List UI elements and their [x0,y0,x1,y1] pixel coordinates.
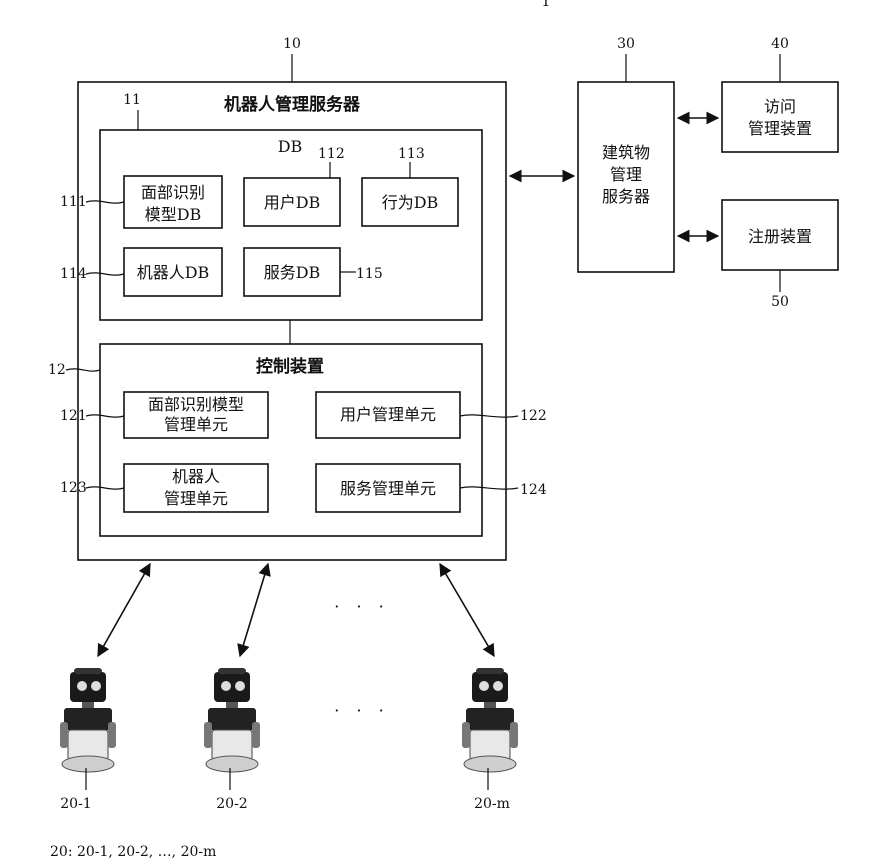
face-model-manager-line2: 管理单元 [164,415,228,434]
robot-manager-line1: 机器人 [172,467,220,486]
building-line2: 管理 [610,165,642,184]
access-management-box [722,82,838,152]
access-line2: 管理装置 [748,119,812,138]
ref-122: 122 [520,408,547,424]
building-line3: 服务器 [602,187,650,206]
behavior-db-label: 行为DB [382,193,439,212]
building-line1: 建筑物 [602,143,650,162]
user-db-label: 用户DB [264,193,321,212]
robot-db-label: 机器人DB [137,263,210,282]
robot-m-label: 20-m [474,796,510,812]
ref-50: 50 [771,294,789,310]
robots-caption: 20: 20-1, 20-2, …, 20-m [50,844,216,860]
access-line1: 访问 [764,97,796,116]
server-title: 机器人管理服务器 [224,94,361,115]
user-manager-label: 用户管理单元 [340,405,436,424]
ref-115: 115 [356,266,383,282]
ref-111: 111 [60,194,87,210]
top-mark: 1 [542,0,551,10]
ref-30: 30 [617,36,635,52]
face-model-db-line1: 面部识别 [141,183,205,202]
ref-40: 40 [771,36,789,52]
ref-113: 113 [398,146,425,162]
ellipsis-lower: · · · [334,701,389,720]
db-label: DB [278,137,303,156]
db-ref: 11 [123,92,141,108]
robot-1-label: 20-1 [60,796,91,812]
face-model-manager-line1: 面部识别模型 [148,395,244,414]
ref-121: 121 [60,408,87,424]
robot-1 [60,668,116,790]
ref-12: 12 [48,362,66,378]
register-label: 注册装置 [748,227,812,246]
robot-2-label: 20-2 [216,796,247,812]
ref-112: 112 [318,146,345,162]
ref-124: 124 [520,482,547,498]
robot-2 [204,668,260,790]
server-ref: 10 [283,36,301,52]
ellipsis-upper: · · · [334,597,389,616]
ref-123: 123 [60,480,87,496]
control-title: 控制装置 [256,356,324,377]
robot-m [462,668,518,790]
face-model-db-line2: 模型DB [145,205,202,224]
ref-114: 114 [60,266,87,282]
robot-manager-line2: 管理单元 [164,489,228,508]
service-manager-label: 服务管理单元 [340,479,436,498]
service-db-label: 服务DB [264,263,321,282]
